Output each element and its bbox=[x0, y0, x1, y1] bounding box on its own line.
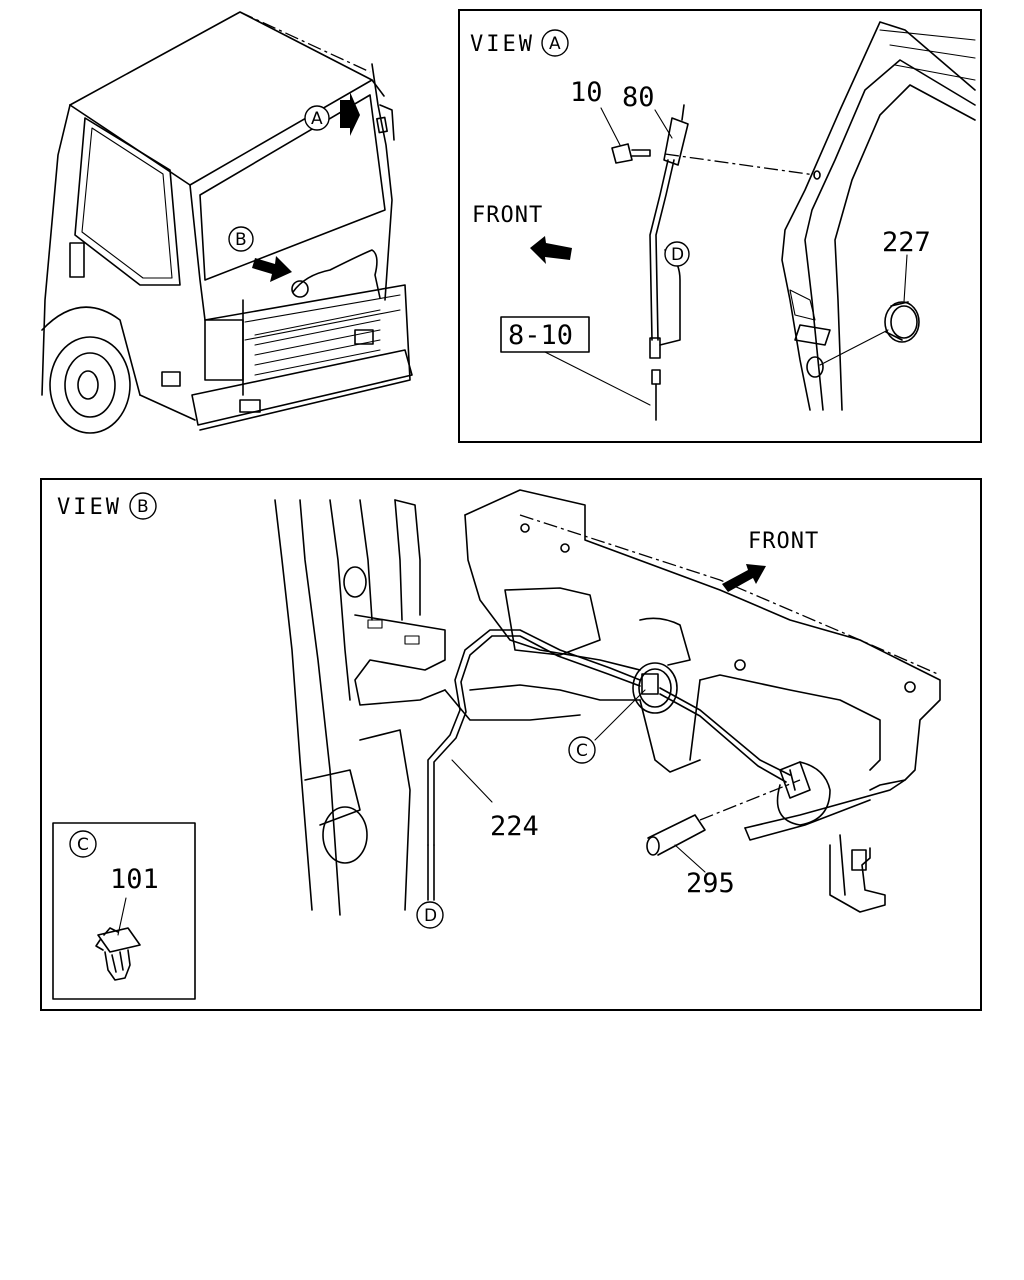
truck-overview: A B bbox=[41, 11, 413, 434]
front-arrow-a bbox=[530, 236, 572, 264]
view-a-panel: VIEW A FRONT 10 80 D 8-10 bbox=[458, 9, 982, 443]
front-arrow-b bbox=[722, 564, 766, 592]
view-a-circle bbox=[541, 29, 569, 57]
part-8-10-label: 8-10 bbox=[508, 320, 573, 351]
part-227-label: 227 bbox=[882, 227, 931, 258]
part-10-label: 10 bbox=[570, 77, 603, 108]
part-101-label: 101 bbox=[110, 864, 159, 895]
callout-circle-d-b bbox=[416, 901, 444, 929]
view-a-letter: A bbox=[549, 34, 561, 54]
callout-b-label: B bbox=[235, 230, 247, 250]
inset-c-frame bbox=[52, 822, 196, 1000]
view-b-title: VIEW bbox=[57, 495, 122, 520]
callout-c-label-b: C bbox=[576, 741, 588, 761]
callout-a-label: A bbox=[311, 109, 323, 129]
view-a-frame bbox=[458, 9, 982, 443]
part-295-label: 295 bbox=[686, 868, 735, 899]
view-a-title: VIEW bbox=[470, 32, 535, 57]
view-b-letter: B bbox=[137, 497, 149, 517]
clip-101-drawing bbox=[95, 927, 141, 981]
view-b-frame bbox=[40, 478, 982, 1011]
callout-circle-b bbox=[228, 226, 254, 252]
callout-d-label-a: D bbox=[671, 245, 684, 265]
callout-circle-d-a bbox=[664, 241, 690, 267]
part-80-label: 80 bbox=[622, 82, 655, 113]
front-label-b: FRONT bbox=[748, 529, 819, 554]
view-b-panel: VIEW B FRONT bbox=[40, 478, 982, 1011]
callout-d-label-b: D bbox=[424, 906, 437, 926]
part-224-label: 224 bbox=[490, 811, 539, 842]
callout-circle-a bbox=[304, 105, 330, 131]
inset-c-circle bbox=[69, 830, 97, 858]
inset-c-letter: C bbox=[77, 835, 89, 855]
view-b-circle bbox=[129, 492, 157, 520]
callout-circle-c-b bbox=[568, 736, 596, 764]
front-label-a: FRONT bbox=[472, 203, 543, 228]
